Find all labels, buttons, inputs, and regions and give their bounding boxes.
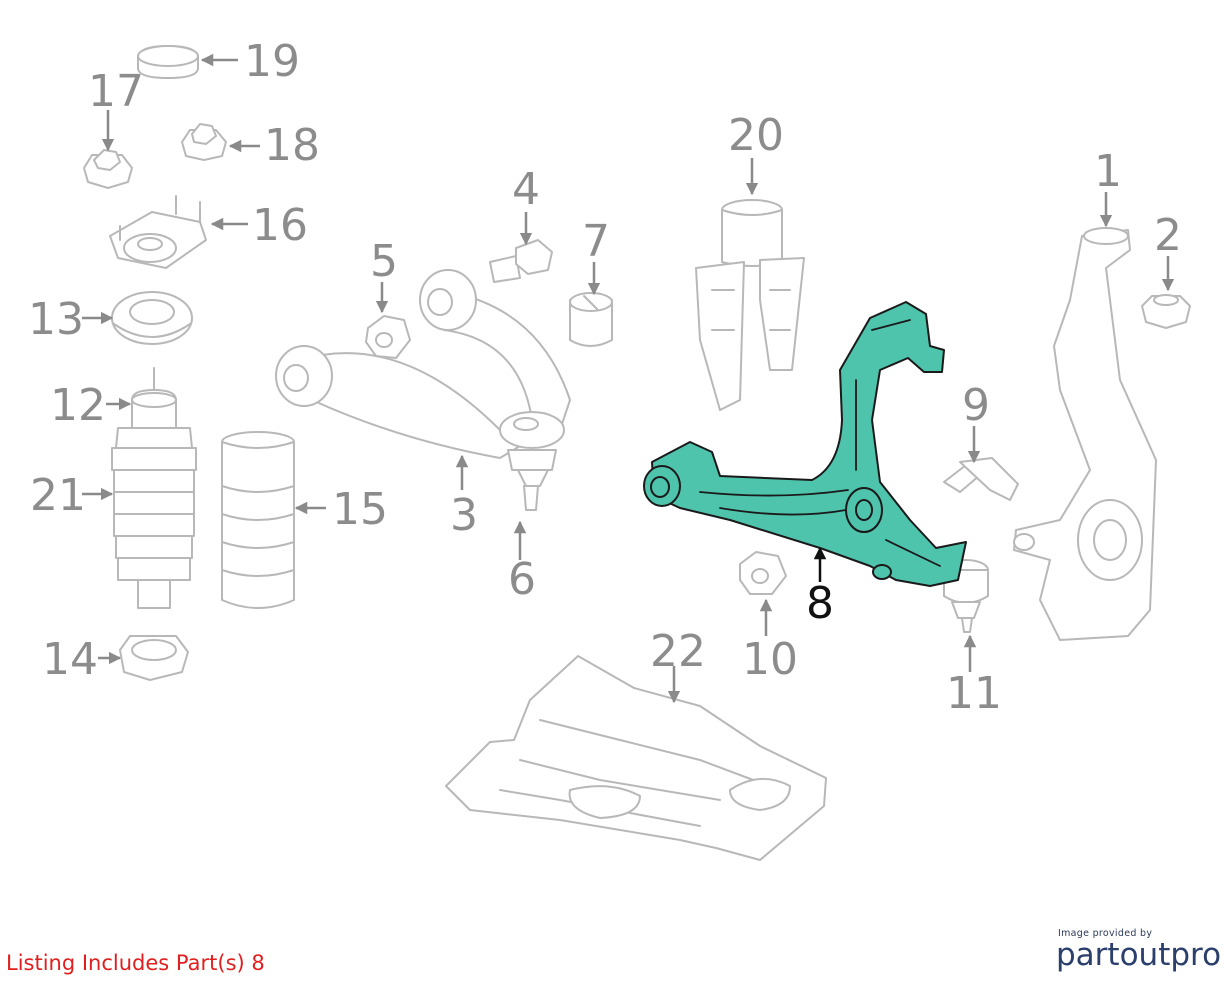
callout-18: 18 bbox=[264, 120, 320, 171]
callout-2: 2 bbox=[1154, 210, 1182, 261]
callout-19: 19 bbox=[244, 36, 300, 87]
part-20-shock-bracket bbox=[695, 199, 805, 411]
callout-16: 16 bbox=[252, 200, 308, 251]
callout-12: 12 bbox=[50, 380, 106, 431]
callout-17: 17 bbox=[88, 66, 144, 117]
part-1-steering-knuckle bbox=[1013, 227, 1157, 641]
listing-note: Listing Includes Part(s) 8 bbox=[6, 951, 265, 975]
callout-5: 5 bbox=[370, 236, 398, 287]
part-4-bolt bbox=[489, 239, 553, 283]
callout-1: 1 bbox=[1094, 146, 1122, 197]
part-3-upper-control-arm bbox=[275, 269, 571, 459]
part-19-cap bbox=[137, 45, 199, 79]
callout-10: 10 bbox=[742, 634, 798, 685]
callout-15: 15 bbox=[332, 484, 388, 535]
part-16-strut-mount bbox=[109, 195, 207, 269]
callout-14: 14 bbox=[42, 634, 98, 685]
part-22-skid-plate bbox=[445, 655, 827, 861]
callout-22: 22 bbox=[650, 626, 706, 677]
callout-9: 9 bbox=[962, 380, 990, 431]
callout-6: 6 bbox=[508, 554, 536, 605]
part-5-bushing bbox=[365, 315, 411, 359]
callout-labels: 19 17 18 16 13 12 21 15 14 3 5 4 6 7 20 … bbox=[28, 36, 1182, 719]
callout-arrows bbox=[82, 53, 1175, 704]
callout-21: 21 bbox=[30, 470, 86, 521]
image-credit: Image provided by partoutpro bbox=[1056, 928, 1222, 973]
part-14-spring-seat bbox=[119, 635, 189, 681]
part-7-bushing bbox=[569, 292, 613, 347]
part-21-dust-boot bbox=[111, 427, 197, 609]
callout-4: 4 bbox=[512, 164, 540, 215]
part-6-ball-joint bbox=[507, 449, 557, 511]
callout-20: 20 bbox=[728, 110, 784, 161]
callout-13: 13 bbox=[28, 294, 84, 345]
part-8-lower-control-arm bbox=[643, 301, 967, 587]
part-17-nut bbox=[83, 149, 133, 189]
callout-8: 8 bbox=[806, 578, 834, 629]
part-2-nut bbox=[1141, 294, 1191, 329]
part-13-spring-isolator bbox=[111, 291, 193, 345]
callout-7: 7 bbox=[582, 216, 610, 267]
part-18-nut bbox=[181, 123, 227, 161]
part-15-sleeve bbox=[221, 431, 295, 609]
callout-11: 11 bbox=[946, 668, 1002, 719]
credit-brand-logo: partoutpro bbox=[1056, 937, 1222, 973]
callout-3: 3 bbox=[450, 490, 478, 541]
part-9-sensor bbox=[943, 457, 1019, 501]
credit-caption: Image provided by bbox=[1058, 928, 1153, 939]
part-10-bushing bbox=[739, 551, 787, 595]
